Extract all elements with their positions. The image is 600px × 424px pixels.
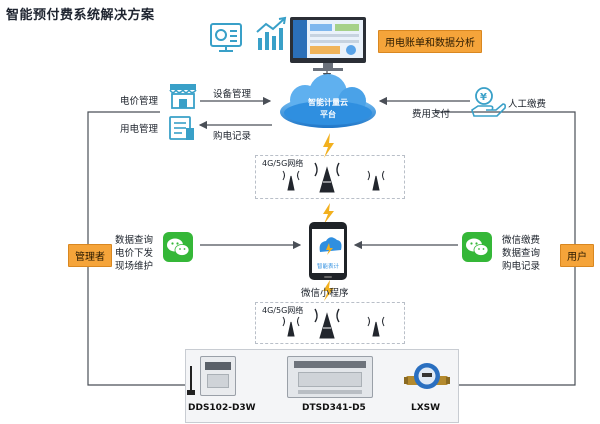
user-function-purchase-record: 购电记录 xyxy=(502,261,541,272)
user-function-wechat-pay: 微信缴费 xyxy=(502,235,541,246)
lightning-icon-top xyxy=(323,133,334,158)
monitor-icon xyxy=(290,17,366,71)
network-label-upper: 4G/5G网络 xyxy=(262,159,304,168)
lightning-icon-middle xyxy=(323,203,334,224)
device-mgmt-label: 设备管理 xyxy=(213,89,252,100)
admin-function-data-query: 数据查询 xyxy=(115,235,154,246)
bar-chart-icon xyxy=(256,16,287,50)
user-box: 用户 xyxy=(560,244,594,267)
network-box-lower xyxy=(255,302,405,344)
network-label-lower: 4G/5G网络 xyxy=(262,306,304,315)
device-name-lxsw: LXSW xyxy=(411,403,441,413)
phone-screen-text: 智能表计 xyxy=(317,262,340,270)
cloud-icon xyxy=(280,74,376,128)
cell-tower-icon-upper-right xyxy=(367,170,385,191)
smartphone-icon xyxy=(309,222,347,280)
network-box-upper xyxy=(255,155,405,199)
cell-tower-icon-upper-center xyxy=(314,162,340,193)
antenna-icon xyxy=(187,366,195,395)
lightning-icon-bottom xyxy=(323,280,334,301)
wechat-icon-user xyxy=(462,232,492,262)
purchase-record-label: 购电记录 xyxy=(213,131,252,142)
meter-dtsd341-d5 xyxy=(287,356,373,398)
fee-payment-label: 费用支付 xyxy=(412,109,451,120)
manual-payment-label: 人工缴费 xyxy=(508,99,547,110)
admin-box: 管理者 xyxy=(68,244,112,267)
cell-tower-icon-lower-right xyxy=(367,316,385,337)
device-name-dtsd341-d5: DTSD341-D5 xyxy=(302,403,366,413)
page-title: 智能预付费系统解决方案 xyxy=(6,8,155,23)
admin-function-site-maintenance: 现场维护 xyxy=(115,261,154,272)
power-management-label: 用电管理 xyxy=(120,124,159,135)
cell-tower-icon-lower-center xyxy=(314,308,340,339)
cell-tower-icon-lower-left xyxy=(282,316,300,337)
price-management-label: 电价管理 xyxy=(120,96,159,107)
user-function-data-query: 数据查询 xyxy=(502,248,541,259)
cloud-label-line1: 智能计量云 xyxy=(308,97,348,107)
mini-program-label: 微信小程序 xyxy=(301,288,349,299)
wechat-icon-admin xyxy=(163,232,193,262)
cell-tower-icon-upper-left xyxy=(282,170,300,191)
device-name-dds102-d3w: DDS102-D3W xyxy=(188,403,256,413)
svg-text:¥: ¥ xyxy=(480,92,487,103)
dashboard-icon xyxy=(210,23,242,52)
water-meter-lxsw xyxy=(404,363,450,389)
manual-payment-icon: ¥ xyxy=(471,87,507,117)
price-management-icon xyxy=(169,84,197,109)
admin-function-price-issue: 电价下发 xyxy=(115,248,154,259)
cloud-label-line2: 平台 xyxy=(320,109,336,119)
billing-analysis-box: 用电账单和数据分析 xyxy=(378,30,482,53)
power-management-icon xyxy=(169,116,194,140)
meter-dds102-d3w xyxy=(200,356,236,396)
